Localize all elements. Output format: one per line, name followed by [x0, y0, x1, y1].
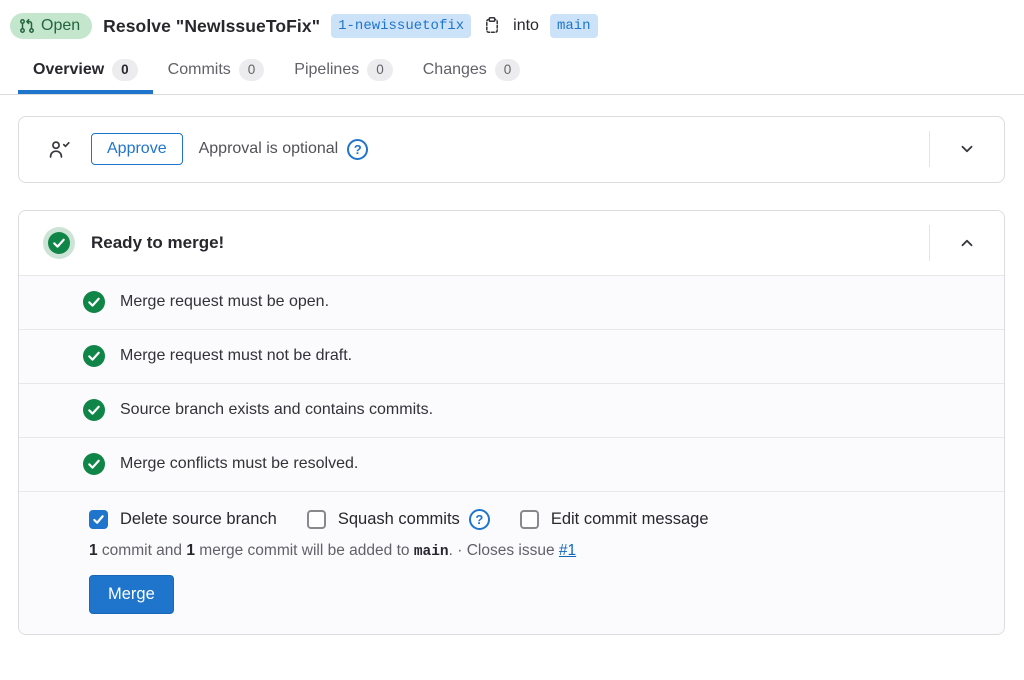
tab-label: Commits [167, 60, 231, 78]
merge-status-heading: Ready to merge! [91, 232, 225, 252]
chevron-up-icon [958, 234, 976, 252]
user-check-icon [48, 140, 72, 159]
delete-source-branch-option[interactable]: Delete source branch [89, 509, 277, 529]
merge-check-text: Source branch exists and contains commit… [120, 401, 434, 419]
tab-overview[interactable]: Overview 0 [18, 48, 153, 94]
merge-commit-count: 1 [186, 541, 195, 559]
merge-check-row: Merge request must not be draft. [19, 328, 1004, 383]
edit-commit-message-checkbox[interactable] [519, 509, 539, 529]
check-circle-icon [83, 453, 105, 476]
summary-text: commit and [97, 541, 187, 559]
merge-button[interactable]: Merge [89, 574, 174, 614]
check-circle-icon [83, 399, 105, 422]
merge-widget: Ready to merge! Merge request must be op… [18, 209, 1005, 635]
approve-button[interactable]: Approve [91, 133, 183, 166]
summary-text: . · Closes issue [448, 541, 559, 559]
merge-widget-collapse-button[interactable] [944, 224, 990, 262]
merge-widget-header: Ready to merge! [19, 210, 1004, 275]
source-branch-link[interactable]: 1-newissuetofix [331, 13, 472, 39]
status-badge-label: Open [41, 17, 81, 34]
squash-commits-checkbox[interactable] [306, 509, 326, 529]
option-label: Delete source branch [120, 509, 277, 528]
merge-check-row: Source branch exists and contains commit… [19, 382, 1004, 437]
approval-expand-button[interactable] [944, 130, 990, 168]
check-circle-icon [83, 291, 105, 314]
page-title: Resolve "NewIssueToFix" [103, 15, 321, 36]
tab-count-badge: 0 [112, 59, 138, 81]
copy-to-clipboard-icon [482, 16, 502, 36]
summary-text: merge commit will be added to [194, 541, 414, 559]
delete-source-branch-checkbox[interactable] [89, 509, 108, 529]
merge-check-text: Merge request must be open. [120, 293, 330, 311]
tab-label: Overview [33, 60, 105, 78]
merge-request-icon [19, 18, 35, 34]
tab-pipelines[interactable]: Pipelines 0 [279, 48, 407, 94]
approval-help-icon[interactable]: ? [347, 138, 369, 160]
copy-branch-name-button[interactable] [482, 16, 502, 36]
option-label: Edit commit message [550, 509, 709, 528]
merge-widget-footer: Delete source branch Squash commits ? Ed… [19, 490, 1004, 634]
divider [929, 224, 930, 261]
tab-commits[interactable]: Commits 0 [153, 48, 280, 94]
tab-count-badge: 0 [367, 59, 393, 81]
commit-count: 1 [89, 541, 98, 559]
squash-help-icon[interactable]: ? [468, 508, 490, 530]
approval-panel: Approve Approval is optional ? [18, 115, 1005, 183]
merge-check-row: Merge request must be open. [19, 274, 1004, 329]
into-label: into [513, 17, 539, 34]
merge-check-text: Merge conflicts must be resolved. [120, 455, 359, 473]
approval-optional-text: Approval is optional [198, 140, 339, 158]
merge-collapse-area [929, 211, 990, 275]
merge-summary-line: 1 commit and 1 merge commit will be adde… [89, 542, 980, 560]
chevron-down-icon [958, 140, 976, 158]
closes-issue-link[interactable]: #1 [558, 541, 577, 559]
divider [929, 131, 930, 168]
squash-commits-option[interactable]: Squash commits ? [306, 508, 490, 530]
merge-options-row: Delete source branch Squash commits ? Ed… [89, 508, 980, 530]
status-badge: Open [10, 13, 93, 39]
target-branch-name: main [413, 543, 449, 560]
edit-commit-message-option[interactable]: Edit commit message [519, 509, 709, 529]
tab-label: Pipelines [294, 60, 360, 78]
merge-request-tabs: Overview 0 Commits 0 Pipelines 0 Changes… [0, 48, 1024, 95]
check-circle-icon [43, 226, 75, 259]
merge-check-row: Merge conflicts must be resolved. [19, 436, 1004, 491]
option-label: Squash commits [337, 509, 460, 528]
approval-collapse-area [929, 117, 990, 182]
merge-request-header: Open Resolve "NewIssueToFix" 1-newissuet… [0, 0, 1024, 39]
merge-check-text: Merge request must not be draft. [120, 347, 353, 365]
check-circle-icon [83, 345, 105, 368]
target-branch-link[interactable]: main [549, 13, 598, 39]
tab-count-badge: 0 [494, 59, 521, 81]
tab-changes[interactable]: Changes 0 [408, 48, 536, 94]
tab-count-badge: 0 [238, 59, 265, 81]
tab-label: Changes [422, 60, 487, 78]
